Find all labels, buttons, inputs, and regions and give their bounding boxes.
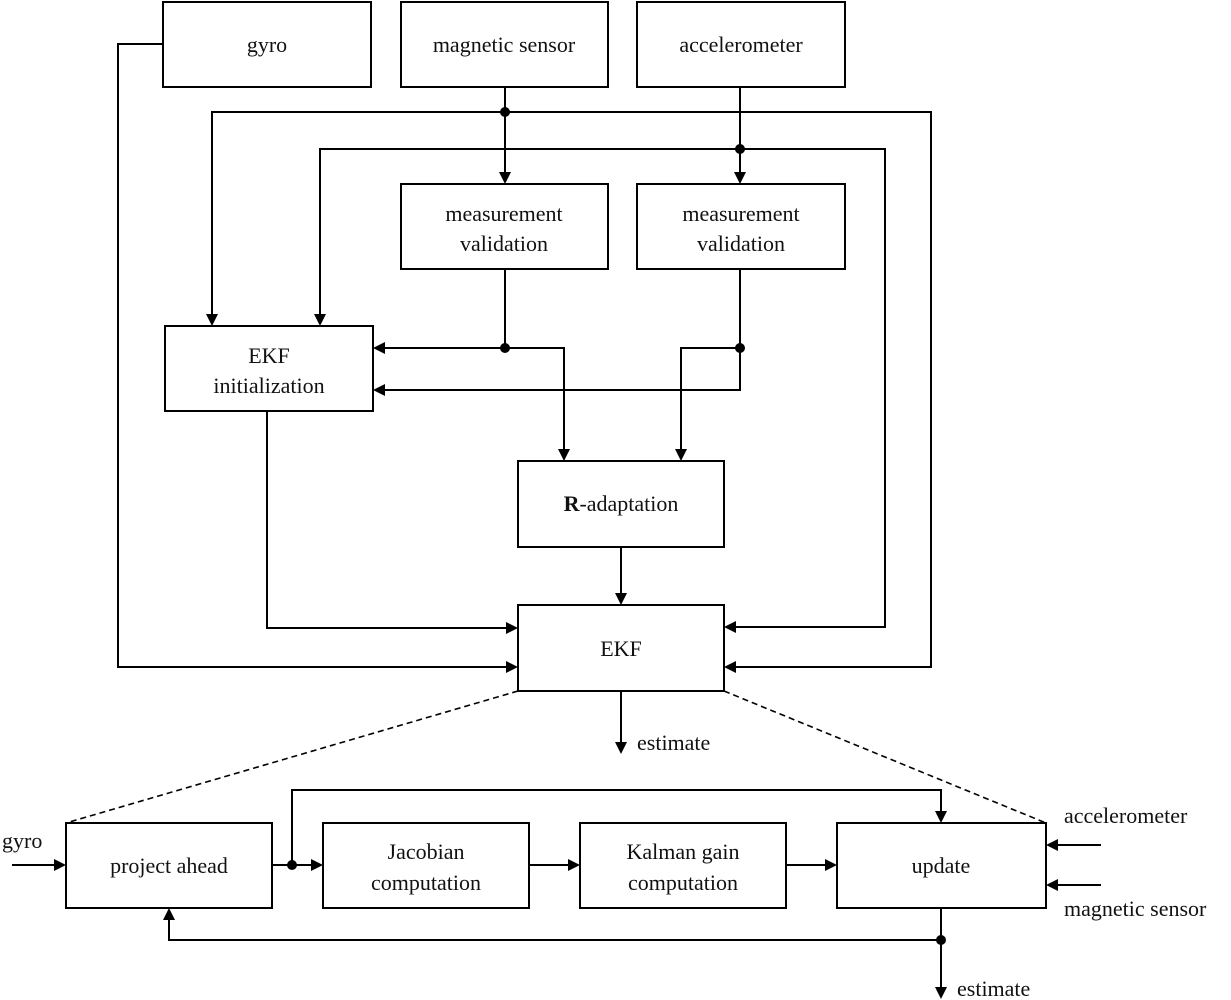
- arrow-ekf-init-out: [506, 622, 518, 634]
- ekf-block: EKF: [517, 604, 725, 692]
- kalman-gain-block: Kalman gain computation: [579, 822, 787, 909]
- accelerometer-input-label: accelerometer: [1064, 803, 1188, 828]
- project-to-update-line: [291, 789, 942, 865]
- junction-dot: [936, 935, 946, 945]
- magnetic-sensor-block: magnetic sensor: [400, 1, 609, 88]
- arrow-update-top: [935, 811, 947, 823]
- ekf-init-to-ekf-line: [266, 411, 508, 629]
- kalman-line1: Kalman gain: [626, 839, 739, 864]
- measurement-validation-accel-block: measurement validation: [636, 183, 846, 270]
- mv1-line2: validation: [460, 231, 548, 256]
- magnetic-sensor-input-label: magnetic sensor: [1064, 896, 1207, 921]
- arrow-ekf-radapt: [615, 593, 627, 605]
- arrowheads: [54, 172, 1058, 999]
- estimate-bottom-label: estimate: [957, 976, 1030, 1000]
- measurement-validation-mag-block: measurement validation: [400, 183, 609, 270]
- arrow-ekf-init-mag: [206, 314, 218, 326]
- arrow-update-in: [825, 859, 837, 871]
- arrow-estimate-top: [615, 742, 627, 754]
- ekf-label: EKF: [600, 636, 642, 661]
- junction-dots: [287, 107, 946, 945]
- ekf-init-line1: EKF: [248, 343, 290, 368]
- arrow-kalman-in: [568, 859, 580, 871]
- r-adaptation-block: R-adaptation: [517, 460, 725, 548]
- arrow-radapt-mv2: [675, 449, 687, 461]
- ekf-initialization-block: EKF initialization: [164, 325, 374, 412]
- gyro-label: gyro: [247, 32, 287, 57]
- junction-dot: [500, 107, 510, 117]
- r-adaptation-bold: R: [564, 491, 581, 516]
- junction-dot: [500, 343, 510, 353]
- gyro-block: gyro: [162, 1, 372, 88]
- arrow-ekf-accel: [724, 621, 736, 633]
- jacobian-line1: Jacobian: [388, 839, 465, 864]
- magnetic-sensor-label: magnetic sensor: [433, 32, 576, 57]
- arrow-mv2-in: [734, 172, 746, 184]
- mv2-to-radapt-line: [680, 347, 740, 449]
- junction-dot: [735, 144, 745, 154]
- feedback-line: [168, 920, 941, 941]
- kalman-line2: computation: [628, 870, 738, 895]
- accelerometer-block: accelerometer: [636, 1, 846, 88]
- arrow-ekf-mag: [724, 661, 736, 673]
- arrow-ekf-gyro: [506, 661, 518, 673]
- junction-dot: [287, 860, 297, 870]
- arrow-ekf-init-accel: [314, 314, 326, 326]
- mv2-line2: validation: [697, 231, 785, 256]
- arrow-update-accel: [1046, 839, 1058, 851]
- arrow-project-feedback: [163, 908, 175, 920]
- project-ahead-block: project ahead: [65, 822, 273, 909]
- zoom-dashed-right: [723, 690, 1047, 824]
- ekf-init-line2: initialization: [213, 373, 324, 398]
- arrow-update-mag: [1046, 879, 1058, 891]
- mv1-to-radapt-line: [505, 347, 565, 449]
- accel-bus-line: [319, 148, 886, 628]
- jacobian-line2: computation: [371, 870, 481, 895]
- arrow-ekf-init-mv1: [373, 342, 385, 354]
- mag-bus-line: [211, 111, 932, 668]
- arrow-mv1-in: [499, 172, 511, 184]
- mv1-out-line: [384, 269, 506, 349]
- arrow-ekf-init-mv2: [373, 384, 385, 396]
- update-label: update: [912, 853, 971, 878]
- mv2-out-line: [384, 269, 741, 391]
- update-block: update: [836, 822, 1047, 909]
- mv1-line1: measurement: [445, 201, 562, 226]
- mv2-line1: measurement: [682, 201, 799, 226]
- arrow-radapt-mv1: [558, 449, 570, 461]
- gyro-to-ekf-line: [117, 43, 508, 668]
- accelerometer-label: accelerometer: [679, 32, 803, 57]
- r-adaptation-rest: -adaptation: [579, 491, 678, 516]
- jacobian-block: Jacobian computation: [322, 822, 530, 909]
- arrow-estimate-bottom: [935, 987, 947, 999]
- zoom-dashed-left: [65, 690, 519, 824]
- project-ahead-label: project ahead: [110, 853, 228, 878]
- r-adaptation-label: R-adaptation: [564, 491, 679, 516]
- gyro-input-label: gyro: [2, 828, 42, 853]
- junction-dot: [735, 343, 745, 353]
- arrow-project-gyro: [54, 859, 66, 871]
- estimate-top-label: estimate: [637, 730, 710, 755]
- arrow-jacobian-in: [311, 859, 323, 871]
